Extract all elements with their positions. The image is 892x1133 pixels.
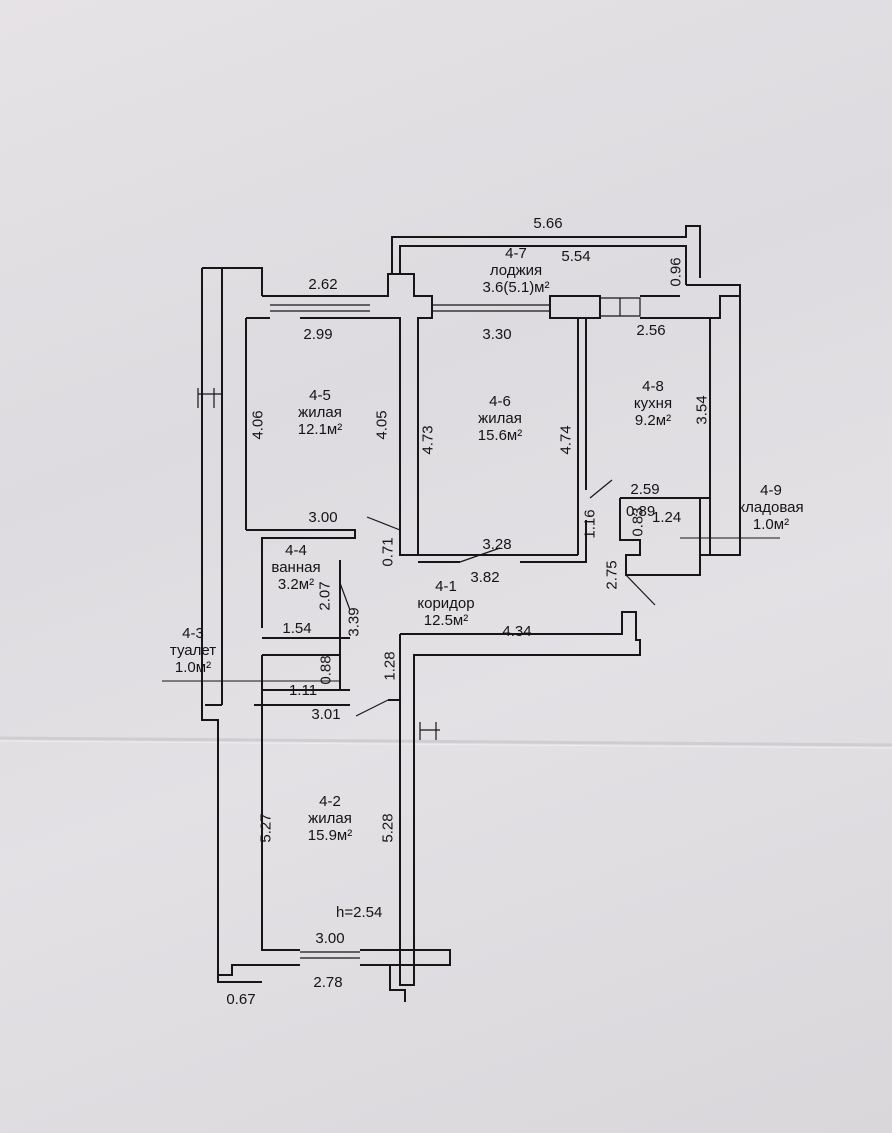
wall-bathroom-top <box>246 529 356 628</box>
dim-corridor-right: 2.75 <box>603 560 621 590</box>
kitchen-door-swing <box>625 574 656 606</box>
outer-wall-right <box>686 284 741 556</box>
dim-top-4-8: 2.56 <box>636 322 666 339</box>
dim-top-4-4: 3.00 <box>308 509 338 526</box>
storage-4-9 <box>619 497 710 576</box>
wall-corridor <box>399 611 641 986</box>
dim-corridor-narrow: 1.28 <box>381 651 399 681</box>
dim-top-4-2: 3.01 <box>311 706 341 723</box>
dim-right-4-2: 5.28 <box>379 813 397 843</box>
dim-top-4-5: 2.99 <box>303 326 333 343</box>
dim-door-4-5: 0.71 <box>379 537 397 567</box>
wall-top-kitchen <box>640 295 740 319</box>
partition-4-6-4-8 <box>577 318 587 555</box>
dim-corridor-top: 3.82 <box>470 569 500 586</box>
wall-toilet <box>261 637 350 706</box>
loggia-outline <box>391 225 701 285</box>
dim-wall-thickness: 0.67 <box>226 991 256 1008</box>
window-room-4-5 <box>270 304 370 312</box>
dim-right-4-6: 4.74 <box>557 425 575 455</box>
dim-storage-c: 1.24 <box>652 509 682 526</box>
dim-left-4-2: 5.27 <box>257 813 275 843</box>
dim-window-4-5: 2.62 <box>308 276 338 293</box>
dim-loggia-outer: 5.66 <box>533 215 563 232</box>
dim-bottom-4-2: 3.00 <box>315 930 345 947</box>
dim-bottom-4-6: 3.28 <box>482 536 512 553</box>
dim-top-4-6: 3.30 <box>482 326 512 343</box>
radiator <box>419 722 440 740</box>
dim-storage-a: 0.89 <box>626 503 656 520</box>
dim-toilet-side: 0.88 <box>317 655 335 685</box>
dim-bottom-4-8: 2.59 <box>630 481 660 498</box>
kitchen-door <box>589 479 613 499</box>
dim-bottom-4-4: 1.54 <box>282 620 312 637</box>
dim-left-4-5: 4.06 <box>249 410 267 440</box>
partition-4-5-4-6 <box>399 318 419 555</box>
ceiling-height: h=2.54 <box>336 904 383 921</box>
room-4-2-walls <box>254 704 400 951</box>
dim-loggia-inner: 5.54 <box>561 248 591 265</box>
dim-storage-b: 0.83 <box>629 507 647 537</box>
dim-window-4-2: 2.78 <box>313 974 343 991</box>
dim-loggia-depth: 0.96 <box>667 257 685 287</box>
wall-bottom-4-2 <box>360 949 451 1002</box>
dim-right-4-5: 4.05 <box>373 410 391 440</box>
bath-door <box>339 582 351 611</box>
wall-bottom-4-6 <box>418 520 587 563</box>
dim-left-4-6: 4.73 <box>419 425 437 455</box>
dim-right-4-8: 3.54 <box>693 395 711 425</box>
balcony-door <box>600 297 641 317</box>
dim-toilet-width: 1.11 <box>288 682 318 699</box>
door-4-2 <box>355 699 389 717</box>
dim-kitchen-door: 1.16 <box>581 509 599 539</box>
wall-pier-2 <box>549 295 601 319</box>
paper-fold <box>0 736 892 747</box>
outer-wall-left-inner <box>245 295 370 530</box>
door-4-5 <box>366 516 401 531</box>
dim-corridor-bottom: 4.34 <box>502 623 532 640</box>
wall-corridor-left <box>388 634 401 701</box>
door-4-6 <box>459 547 501 563</box>
radiator-2 <box>197 388 222 408</box>
window-room-4-6 <box>432 304 550 312</box>
outer-wall-left <box>201 267 300 983</box>
window-room-4-2 <box>300 951 360 959</box>
dim-corridor-left: 3.39 <box>345 607 363 637</box>
paper-fold <box>0 740 892 749</box>
